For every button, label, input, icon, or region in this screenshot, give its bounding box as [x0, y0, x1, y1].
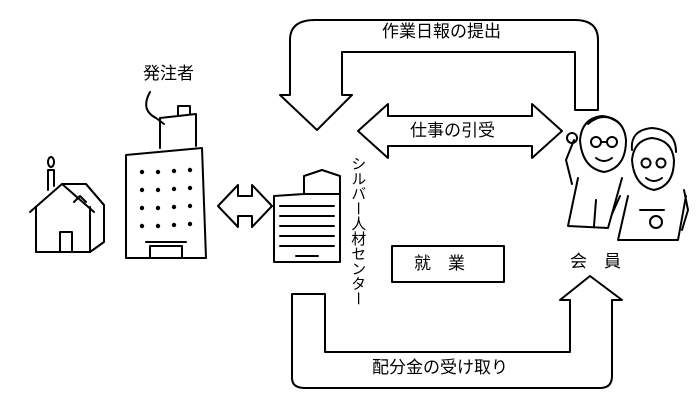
- job-exchange-arrow: [357, 103, 563, 159]
- client-label: 発注者: [143, 64, 194, 84]
- payment-arrow: [291, 275, 623, 389]
- client-building-icon: [125, 91, 207, 259]
- center-building-icon: [273, 169, 341, 263]
- payment-label: 配分金の受け取り: [370, 358, 510, 378]
- members-icon: [565, 115, 689, 241]
- center-label: シルバー人材センター: [349, 156, 368, 306]
- report-label: 作業日報の提出: [380, 22, 503, 42]
- member-label: 会 員: [570, 252, 621, 272]
- report-arrow: [279, 19, 599, 131]
- client-center-arrow: [217, 184, 273, 228]
- work-label: 就 業: [414, 254, 465, 274]
- house-icon: [29, 156, 105, 253]
- work-box: [391, 245, 505, 283]
- building-windows: [139, 167, 193, 229]
- job-exchange-label: 仕事の引受: [410, 121, 495, 141]
